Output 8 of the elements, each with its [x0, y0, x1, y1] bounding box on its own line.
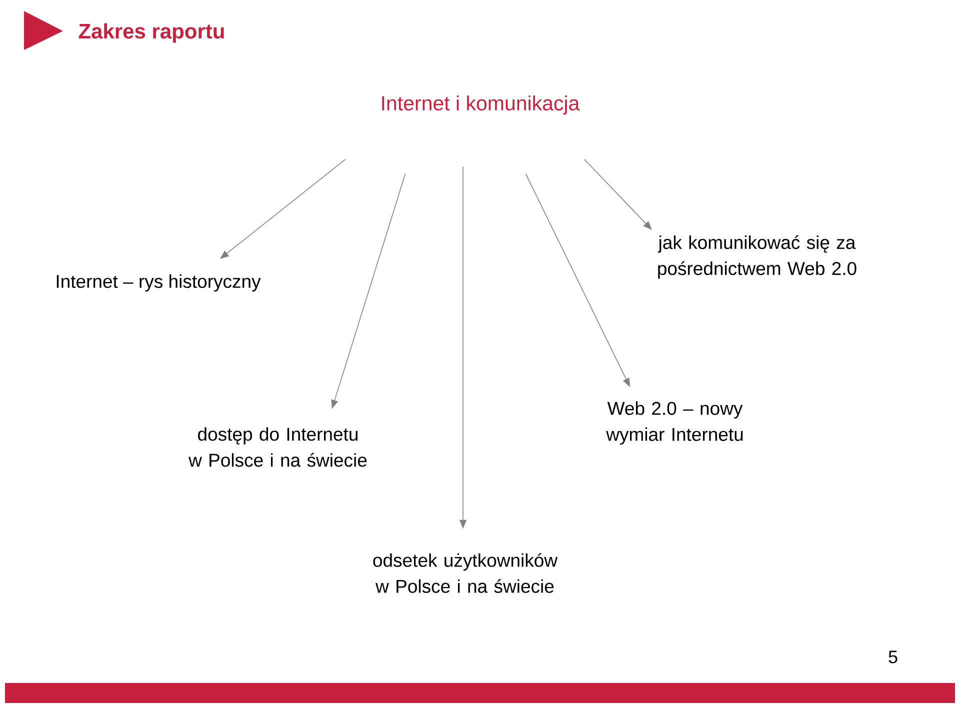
page-number: 5	[888, 650, 898, 664]
slide-title: Zakres raportu	[78, 23, 224, 43]
topic-text: Web 2.0 – nowy wymiar Internetu	[606, 401, 743, 445]
topic-text: Internet – rys historyczny	[56, 274, 261, 292]
heading: Internet i komunikacja	[382, 95, 580, 115]
topic-text: jak komunikować się za pośrednictwem Web 2.0	[658, 235, 856, 279]
topic-text: odsetek użytkowników w Polsce i na świecie	[373, 553, 558, 593]
topic-text: dostęp do Internetu w Polsce i na świecie	[188, 427, 367, 467]
